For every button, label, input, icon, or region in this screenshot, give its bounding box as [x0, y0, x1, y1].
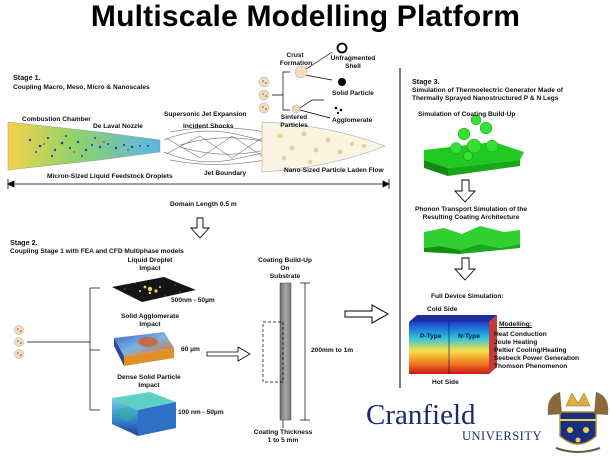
- label-particles: Particles: [280, 122, 308, 129]
- crust-droplet: [294, 65, 308, 79]
- label-combustion-chamber: Combustion Chamber: [22, 116, 91, 123]
- label-crust: Crust: [286, 52, 304, 59]
- zoom-box: [262, 321, 284, 383]
- p-type-label: P-Type: [420, 333, 442, 340]
- breakup-branches: [272, 51, 333, 119]
- coating-buildup-label-3: Substrate: [269, 273, 301, 280]
- label-shell: Shell: [345, 63, 361, 70]
- stage3-subheading-2: Thermally Sprayed Nanostructured P & N L…: [412, 95, 559, 102]
- label-agglomerate: Agglomerate: [332, 117, 373, 124]
- stage2-subheading: Coupling Stage 1 with FEA and CFD Multip…: [10, 248, 184, 255]
- label-unfragmented: Unfragmented: [330, 55, 376, 62]
- stage1-heading: Stage 1.: [13, 73, 41, 82]
- hot-side-label: Hot Side: [432, 379, 459, 386]
- stage2-bracket: [27, 287, 100, 411]
- label-de-laval-nozzle: De Laval Nozzle: [93, 123, 143, 130]
- solid-particle-icon: [338, 78, 346, 86]
- dense-impact-size: 100 nm - 50µm: [178, 409, 224, 416]
- stage3-heading: Stage 3.: [412, 77, 440, 86]
- arrow-down-stage2: [189, 217, 211, 239]
- cranfield-logo-text: Cranfield: [366, 399, 476, 431]
- dense-impact-title: Dense Solid Particle: [117, 374, 181, 381]
- label-jet-boundary: Jet Boundary: [204, 170, 247, 177]
- combustion-nozzle-graphic: [7, 121, 161, 171]
- label-formation: Formation: [279, 60, 313, 67]
- sintered-particle: [291, 104, 301, 114]
- dense-impact-title2: Impact: [138, 382, 160, 389]
- substrate-bar: [279, 282, 292, 421]
- coating-buildup-label-1: Coating Build-Up: [258, 257, 312, 264]
- agglomerate-impact-title: Solid Agglomerate: [120, 313, 179, 320]
- stage1-subheading: Coupling Macro, Meso, Micro & Nanoscales: [13, 84, 150, 91]
- phonon-graphic: [424, 226, 520, 254]
- droplet-stack-stage1: [258, 76, 270, 114]
- university-logo-text: UNIVERSITY: [462, 429, 542, 443]
- arrow-down-phonon: [453, 179, 477, 203]
- droplet-stack-stage2: [14, 325, 24, 359]
- modelling-item: Joule Heating: [494, 339, 538, 346]
- thermoelectric-device-graphic: [409, 315, 497, 374]
- full-device-label: Full Device Simulation:: [431, 293, 504, 300]
- coating-sim-label: Simulation of Coating Build-Up: [418, 111, 516, 118]
- label-incident-shocks: Incident Shocks: [183, 123, 234, 130]
- liquid-impact-graphic: [112, 277, 196, 302]
- label-nano-flow: Nano-Sized Particle Laden Flow: [284, 167, 384, 174]
- stage2-heading: Stage 2.: [10, 238, 38, 247]
- agglomerate-impact-graphic: [114, 332, 174, 366]
- substrate-length-arrow: [300, 282, 310, 421]
- label-supersonic-jet: Supersonic Jet Expansion: [164, 111, 247, 118]
- page-title: Multiscale Modelling Platform: [90, 0, 521, 33]
- cold-side-label: Cold Side: [427, 306, 458, 313]
- unfragmented-shell-icon: [336, 42, 348, 54]
- crest-icon: [547, 392, 609, 453]
- label-droplets: Micron-Sized Liquid Feedstock Droplets: [47, 173, 173, 180]
- arrow-right-impact: [206, 346, 251, 362]
- dense-impact-graphic: [112, 392, 176, 436]
- liquid-impact-size: 500nm - 50µm: [171, 297, 215, 304]
- modelling-heading: Modelling:: [499, 321, 532, 328]
- coating-buildup-label-2: On: [280, 265, 290, 272]
- label-sintered: Sintered: [280, 114, 308, 121]
- arrow-down-device: [453, 257, 477, 281]
- phonon-label-2: Resulting Coating Architecture: [422, 214, 520, 221]
- substrate-range-label: 200mm to 1m: [311, 347, 354, 354]
- modelling-item: Seebeck Power Generation: [494, 355, 580, 362]
- domain-length-label: Domain Length 0.5 m: [170, 201, 237, 208]
- agglomerate-impact-size: 60 µm: [181, 346, 200, 353]
- modelling-item: Heat Conduction: [494, 331, 547, 338]
- modelling-item: Peltier Cooling/Heating: [494, 347, 567, 354]
- coating-thickness-label-1: Coating Thickness: [253, 429, 313, 436]
- phonon-label-1: Phonon Transport Simulation of the: [414, 206, 528, 213]
- liquid-impact-title: Liquid Droplet: [127, 257, 173, 264]
- agglomerate-icon: [334, 106, 343, 115]
- arrow-right-stage3: [344, 304, 390, 324]
- domain-length-arrow: [7, 179, 390, 189]
- stage3-subheading-1: Simulation of Thermoelectric Generator M…: [412, 87, 563, 94]
- liquid-impact-title2: Impact: [139, 265, 161, 272]
- coating-thickness-label-2: 1 to 5 mm: [267, 437, 299, 444]
- coating-buildup-graphic: [424, 114, 524, 176]
- agglomerate-impact-title2: Impact: [139, 321, 161, 328]
- label-solid-particle: Solid Particle: [332, 90, 374, 97]
- n-type-label: N-Type: [458, 333, 480, 340]
- modelling-item: Thomson Phenomenon: [494, 363, 568, 370]
- nano-flow-plume: [261, 121, 386, 173]
